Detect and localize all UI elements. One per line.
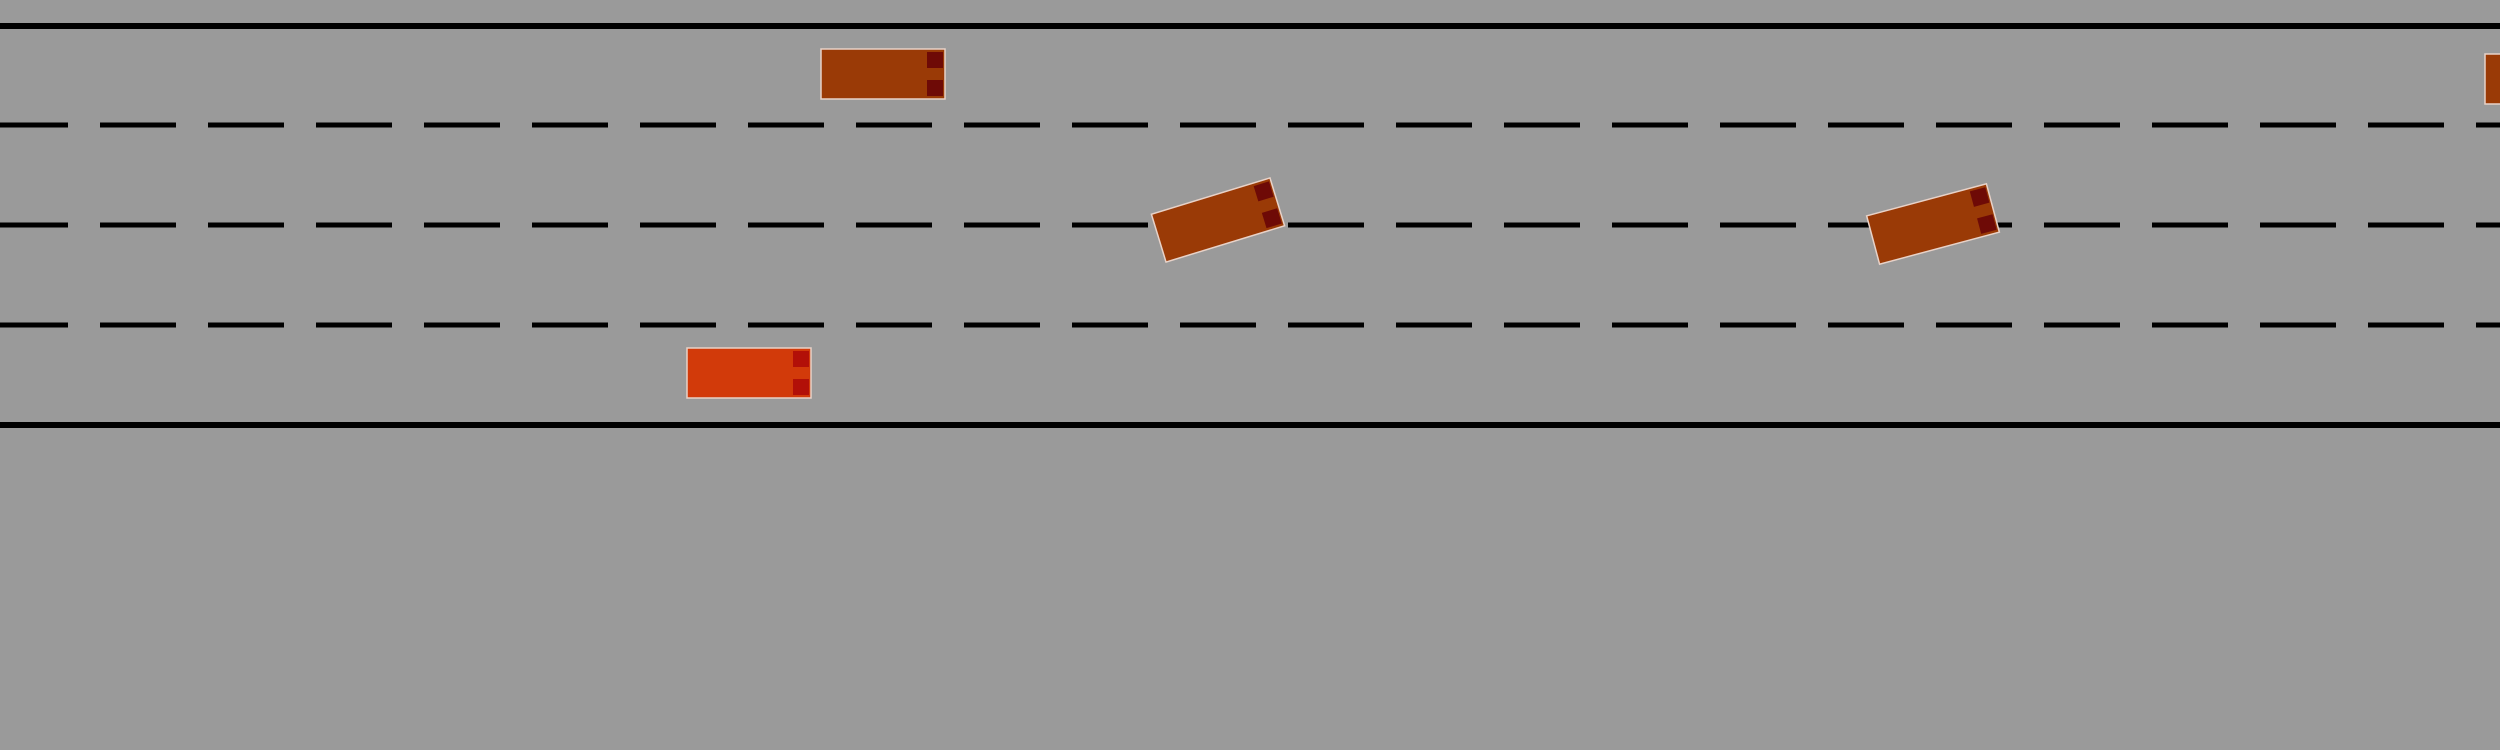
front-light-right xyxy=(793,379,809,395)
vehicles xyxy=(686,48,2500,399)
front-light-right xyxy=(927,80,943,96)
vehicle-body xyxy=(820,48,946,100)
front-light-right xyxy=(1977,214,1997,234)
front-light-right xyxy=(1261,208,1282,229)
vehicle-car-2 xyxy=(1150,177,1286,263)
vehicle-body xyxy=(1865,182,2001,266)
vehicle-car-4 xyxy=(2484,53,2500,105)
front-light-left xyxy=(1969,187,1990,207)
ego-vehicle xyxy=(686,347,812,399)
front-light-left xyxy=(793,351,809,367)
road-edge-top xyxy=(0,23,2500,29)
front-light-left xyxy=(927,52,943,68)
vehicle-body xyxy=(1150,177,1286,263)
vehicle-body xyxy=(686,347,812,399)
vehicle-car-3 xyxy=(1865,182,2001,266)
vehicle-body xyxy=(2484,53,2500,105)
road-edge-bottom xyxy=(0,422,2500,428)
front-light-left xyxy=(1253,181,1274,202)
vehicle-car-1 xyxy=(820,48,946,100)
